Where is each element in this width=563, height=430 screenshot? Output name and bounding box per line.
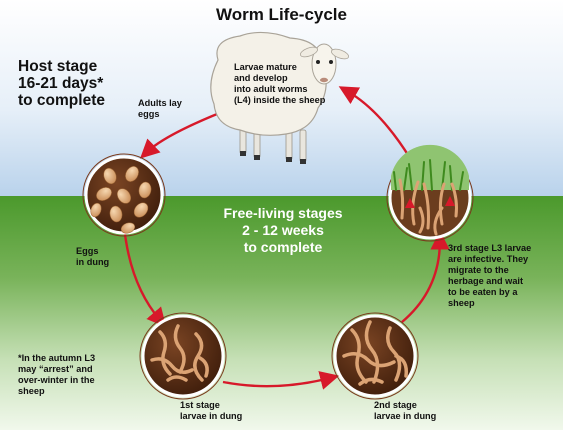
cycle-arrow-host-to-eggs	[140, 110, 223, 159]
second-stage-larvae-label: 2nd stage larvae in dung	[374, 400, 437, 421]
first-stage-larvae-label: 1st stage larvae in dung	[180, 400, 243, 421]
host-stage-label: Host stage 16-21 days* to complete	[18, 58, 105, 109]
sheep-stage-label: Larvae mature and develop into adult wor…	[234, 62, 326, 105]
cycle-arrows	[122, 86, 450, 390]
free-living-stages-label: Free-living stages 2 - 12 weeks to compl…	[223, 205, 343, 255]
pasture-background	[0, 196, 563, 430]
cycle-arrow-eggs-to-l1	[122, 225, 167, 328]
sheep-icon	[210, 31, 349, 164]
cycle-arrow-l1-to-l2	[222, 371, 340, 390]
grass-larvae-l3-icon	[386, 144, 474, 242]
diagram-title: Worm Life-cycle	[215, 5, 347, 24]
cycle-arrow-l3-to-host	[338, 86, 412, 159]
l3-infective-label: 3rd stage L3 larvae are infective. They …	[448, 243, 532, 308]
autumn-note: *In the autumn L3 may “arrest” and over-…	[18, 353, 96, 396]
dung-eggs-icon	[82, 153, 166, 237]
adults-lay-eggs-label: Adults lay eggs	[138, 98, 182, 119]
eggs-in-dung-label: Eggs in dung	[76, 246, 110, 267]
cycle-arrow-l2-to-l3	[401, 230, 450, 323]
dung-larvae-l2-icon	[331, 312, 419, 400]
dung-larvae-l1-icon	[139, 312, 227, 400]
